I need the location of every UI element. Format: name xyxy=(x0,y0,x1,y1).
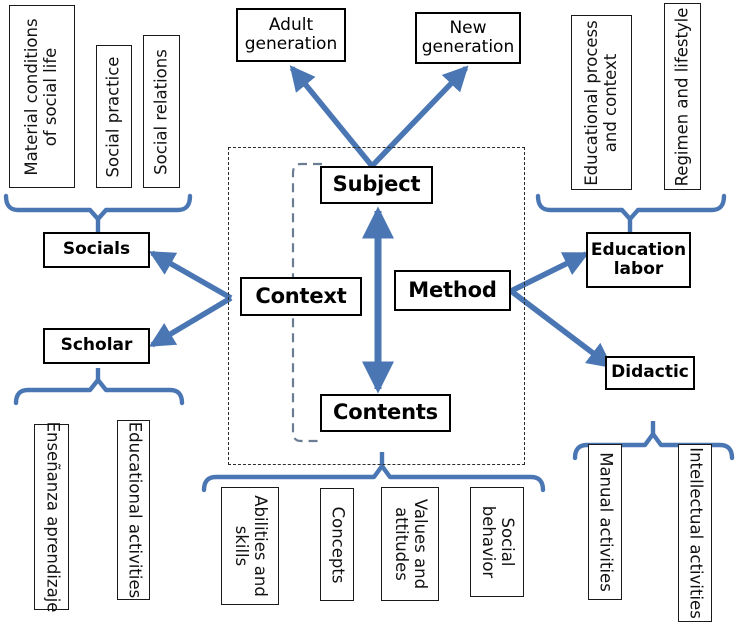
node-scholar-label: Scholar xyxy=(60,335,133,356)
leaf-social-behavior[interactable]: Social behavior xyxy=(470,487,524,597)
brace-scholar-group xyxy=(13,368,185,406)
leaf-label: Intellectual activities xyxy=(686,447,706,619)
node-method[interactable]: Method xyxy=(394,270,511,311)
leaf-label: Social behavior xyxy=(479,505,517,579)
node-context[interactable]: Context xyxy=(240,277,362,316)
leaf-manual-activities[interactable]: Manual activities xyxy=(588,444,622,600)
node-new-generation[interactable]: New generation xyxy=(415,12,521,64)
leaf-label: Enseñanza aprendizaje xyxy=(42,421,62,613)
node-subject-label: Subject xyxy=(332,172,421,197)
leaf-values-and-attitudes[interactable]: Values and attitudes xyxy=(381,487,439,601)
node-adult-generation-label: Adult generation xyxy=(244,14,338,54)
leaf-abilities-and-skills[interactable]: Abilities and skills xyxy=(221,487,279,605)
leaf-label: Social practice xyxy=(103,56,123,177)
node-socials[interactable]: Socials xyxy=(43,232,150,268)
leaf-label: Values and attitudes xyxy=(392,498,430,590)
leaf-educational-activities[interactable]: Educational activities xyxy=(117,420,150,600)
node-context-label: Context xyxy=(255,283,347,308)
leaf-label: Concepts xyxy=(328,506,348,583)
leaf-social-relations[interactable]: Social relations xyxy=(143,35,180,188)
leaf-ensenanza-aprendizaje[interactable]: Enseñanza aprendizaje xyxy=(34,421,69,613)
node-education-labor-label: Education labor xyxy=(590,239,687,279)
brace-socials-group xyxy=(3,193,193,232)
leaf-label: Educational process and context xyxy=(581,19,620,186)
leaf-label: Abilities and skills xyxy=(232,495,270,597)
brace-education-labor-group xyxy=(535,193,727,232)
arrow-context-to-socials xyxy=(148,250,233,301)
leaf-material-conditions-of-social-life[interactable]: Material conditions of social life xyxy=(9,5,75,188)
leaf-educational-process-and-context[interactable]: Educational process and context xyxy=(571,15,632,190)
leaf-label: Social relations xyxy=(151,48,171,175)
node-new-generation-label: New generation xyxy=(421,17,515,57)
leaf-concepts[interactable]: Concepts xyxy=(320,488,354,601)
node-contents[interactable]: Contents xyxy=(320,394,451,432)
node-method-label: Method xyxy=(408,277,497,302)
node-subject[interactable]: Subject xyxy=(320,166,433,204)
node-didactic-label: Didactic xyxy=(611,362,689,383)
leaf-label: Educational activities xyxy=(124,421,144,599)
leaf-label: Regimen and lifestyle xyxy=(672,7,692,186)
node-education-labor[interactable]: Education labor xyxy=(586,232,691,288)
node-didactic[interactable]: Didactic xyxy=(605,356,695,390)
leaf-regimen-and-lifestyle[interactable]: Regimen and lifestyle xyxy=(664,3,701,190)
arrow-context-to-scholar xyxy=(148,295,233,348)
arrow-method-to-didactic xyxy=(509,288,613,369)
leaf-label: Manual activities xyxy=(596,452,616,592)
node-scholar[interactable]: Scholar xyxy=(43,328,150,364)
leaf-social-practice[interactable]: Social practice xyxy=(96,45,132,188)
node-contents-label: Contents xyxy=(333,400,438,425)
node-adult-generation[interactable]: Adult generation xyxy=(236,8,346,62)
leaf-label: Material conditions of social life xyxy=(22,17,60,176)
leaf-intellectual-activities[interactable]: Intellectual activities xyxy=(678,444,712,622)
node-socials-label: Socials xyxy=(62,239,131,260)
